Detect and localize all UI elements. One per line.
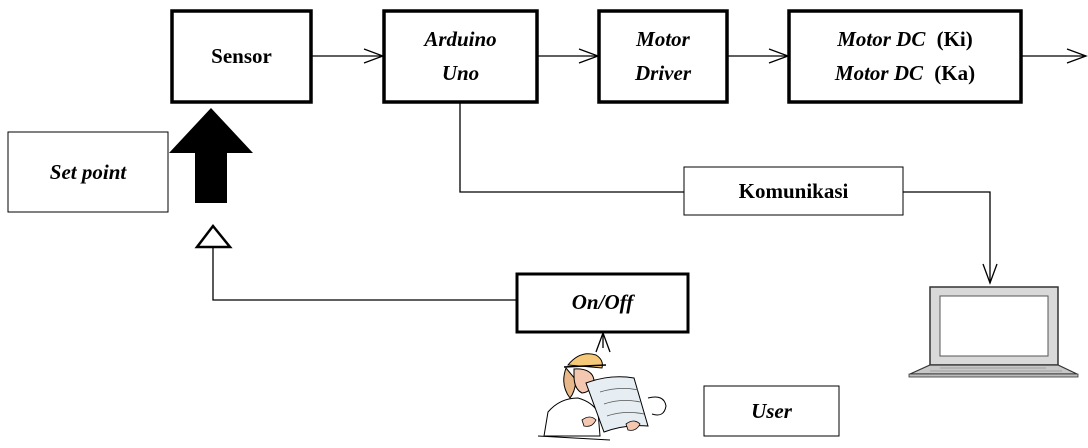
on-off-block: On/Off — [515, 272, 690, 334]
motor-dc-block: Motor DC (Ki) Motor DC (Ka) — [787, 9, 1023, 104]
motor-dc-ka-prefix: Motor DC — [834, 61, 924, 85]
sensor-label: Sensor — [211, 44, 272, 68]
komunikasi-block: Komunikasi — [683, 166, 904, 216]
arrow-komunikasi-to-laptop — [903, 191, 998, 285]
motor-driver-label-line2: Driver — [634, 61, 692, 85]
arduino-label-line1: Arduino — [422, 27, 496, 51]
thick-up-arrow-icon — [169, 108, 253, 203]
feedback-line-onoff-to-sensor — [212, 247, 517, 301]
arduino-uno-block: Arduino Uno — [382, 9, 539, 104]
on-off-label: On/Off — [572, 290, 635, 314]
motor-dc-ki-prefix: Motor DC — [836, 27, 926, 51]
motor-dc-ka-label: Motor DC (Ka) — [834, 61, 975, 85]
sensor-block: Sensor — [170, 9, 313, 104]
user-block: User — [703, 385, 840, 437]
laptop-icon — [908, 286, 1079, 378]
set-point-label: Set point — [50, 160, 128, 184]
line-arduino-to-komunikasi — [459, 102, 684, 193]
motor-dc-ki-label: Motor DC (Ki) — [836, 27, 973, 51]
user-label: User — [751, 399, 793, 423]
engineer-reading-blueprint-icon — [537, 353, 667, 441]
motor-driver-label-line1: Motor — [635, 27, 691, 51]
motor-dc-ki-suffix: (Ki) — [937, 27, 973, 51]
komunikasi-label: Komunikasi — [739, 179, 849, 203]
motor-dc-ka-suffix: (Ka) — [934, 61, 975, 85]
set-point-block: Set point — [7, 131, 169, 213]
hollow-triangle-arrow-icon — [194, 223, 233, 249]
motor-driver-block: Motor Driver — [597, 9, 729, 104]
arduino-label-line2: Uno — [442, 61, 479, 85]
